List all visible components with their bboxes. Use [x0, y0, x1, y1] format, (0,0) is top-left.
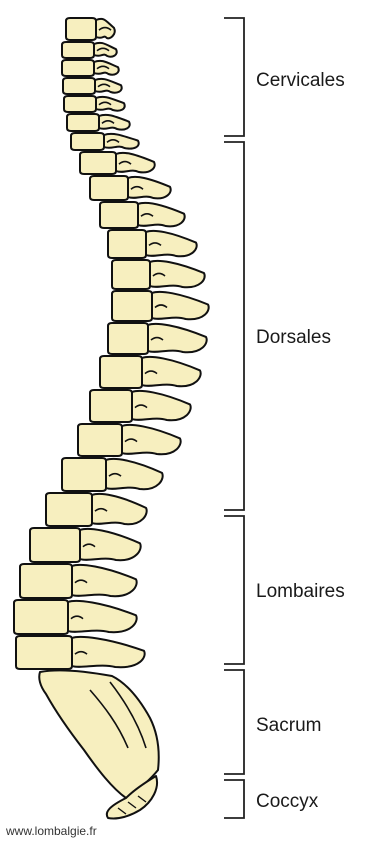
vertebra	[30, 528, 141, 562]
vertebra	[80, 152, 155, 174]
source-watermark: www.lombalgie.fr	[6, 824, 97, 838]
vertebra	[14, 600, 137, 634]
label-lombaires: Lombaires	[256, 582, 345, 601]
vertebra	[71, 133, 139, 150]
vertebra	[64, 96, 125, 112]
vertebra	[108, 323, 207, 354]
vertebra	[46, 493, 147, 526]
vertebra	[108, 230, 197, 258]
vertebra	[62, 42, 117, 58]
region-brackets	[224, 18, 244, 818]
vertebra	[100, 202, 185, 228]
label-sacrum: Sacrum	[256, 716, 321, 735]
vertebra	[63, 78, 122, 94]
vertebra	[16, 636, 145, 669]
region-bracket	[224, 516, 244, 664]
vertebra	[20, 564, 137, 598]
vertebra	[100, 356, 201, 388]
vertebra	[67, 114, 130, 131]
region-bracket	[224, 670, 244, 774]
region-bracket	[224, 18, 244, 136]
label-cervicales: Cervicales	[256, 71, 345, 90]
region-bracket	[224, 142, 244, 510]
vertebra	[112, 260, 205, 289]
vertebra	[78, 424, 181, 456]
vertebra	[112, 291, 209, 321]
spinal-column	[14, 18, 209, 819]
vertebra	[62, 60, 119, 76]
vertebra	[90, 176, 171, 200]
vertebra	[62, 458, 163, 491]
label-dorsales: Dorsales	[256, 328, 331, 347]
region-bracket	[224, 780, 244, 818]
vertebra	[90, 390, 191, 422]
vertebra	[66, 18, 115, 40]
label-coccyx: Coccyx	[256, 792, 318, 811]
